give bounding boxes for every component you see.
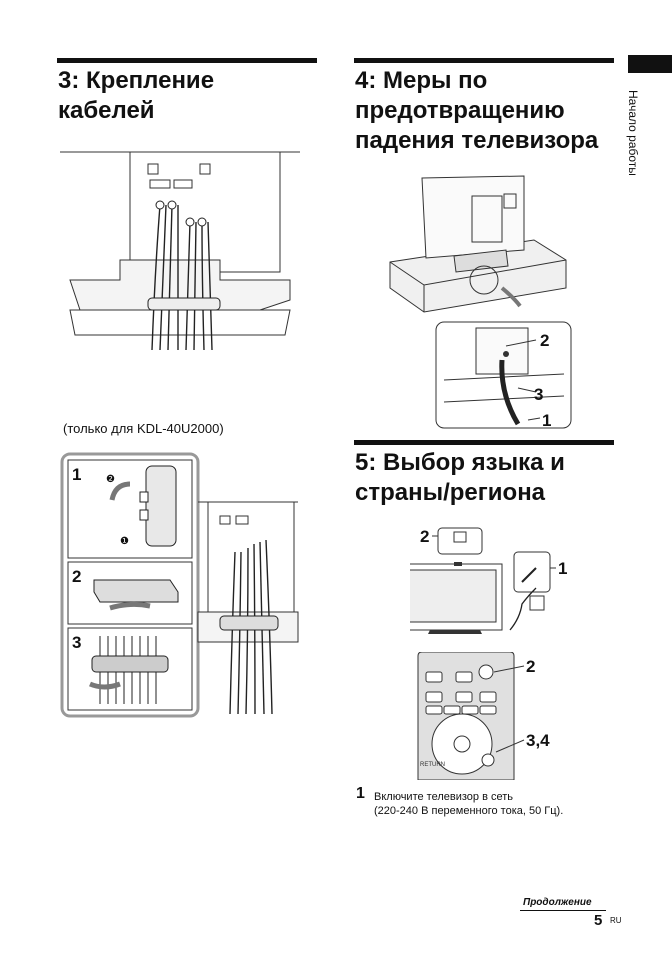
section3-heading-line1: 3: Крепление <box>58 67 215 94</box>
section5-heading: 5: Выбор языка и страны/региона <box>355 448 565 508</box>
inset-marker-1: ❶ <box>120 536 129 547</box>
section4-heading: 4: Меры по предотвращению падения телеви… <box>355 66 598 156</box>
step1-line2: (220-240 В переменного тока, 50 Гц). <box>374 805 564 817</box>
remote-return-label: RETURN <box>420 762 445 768</box>
kdl-clamp-steps-figure: 1 2 3 ❷ ❶ <box>60 452 299 718</box>
section3-rule <box>57 58 317 63</box>
section5-heading-line1: 5: Выбор языка и <box>355 449 565 476</box>
section4-heading-line3: падения телевизора <box>355 127 599 154</box>
kdl-step-3-label: 3 <box>72 633 81 652</box>
section3-heading-line2: кабелей <box>58 97 155 124</box>
fall-prevention-figure: 2 3 1 <box>389 175 572 430</box>
section5-heading-line2: страны/региона <box>355 479 546 506</box>
step1-text: Включите телевизор в сеть (220-240 В пер… <box>374 790 563 818</box>
fall-callout-1: 1 <box>542 411 551 430</box>
step1-number: 1 <box>356 785 365 802</box>
tv-callout-1: 1 <box>558 559 567 578</box>
continued-label: Продолжение <box>523 897 592 908</box>
section3-heading: 3: Крепление кабелей <box>58 66 214 126</box>
section4-heading-line1: 4: Меры по <box>355 67 488 94</box>
tv-callout-2: 2 <box>420 527 429 546</box>
fall-callout-2: 2 <box>540 331 549 350</box>
remote-figure: RETURN 2 3,4 <box>417 652 550 780</box>
section5-rule <box>354 440 614 445</box>
side-tab-marker <box>628 55 672 73</box>
section4-heading-line2: предотвращению <box>355 97 565 124</box>
side-tab-label: Начало работы <box>626 90 640 176</box>
step1-line1: Включите телевизор в сеть <box>374 791 513 803</box>
fall-callout-3: 3 <box>534 385 543 404</box>
section4-rule <box>354 58 614 63</box>
kdl-step-2-label: 2 <box>72 567 81 586</box>
footer-rule <box>520 910 606 911</box>
page-number: 5 <box>594 912 603 929</box>
inset-marker-2: ❷ <box>106 474 115 485</box>
kdl-step-1-label: 1 <box>72 465 81 484</box>
cable-clamp-figure <box>60 151 300 351</box>
tv-power-figure: 2 1 <box>410 527 567 634</box>
remote-callout-3-4: 3,4 <box>526 731 550 750</box>
language-code: RU <box>610 916 622 925</box>
model-note: (только для KDL-40U2000) <box>63 421 224 436</box>
remote-callout-2: 2 <box>526 657 535 676</box>
